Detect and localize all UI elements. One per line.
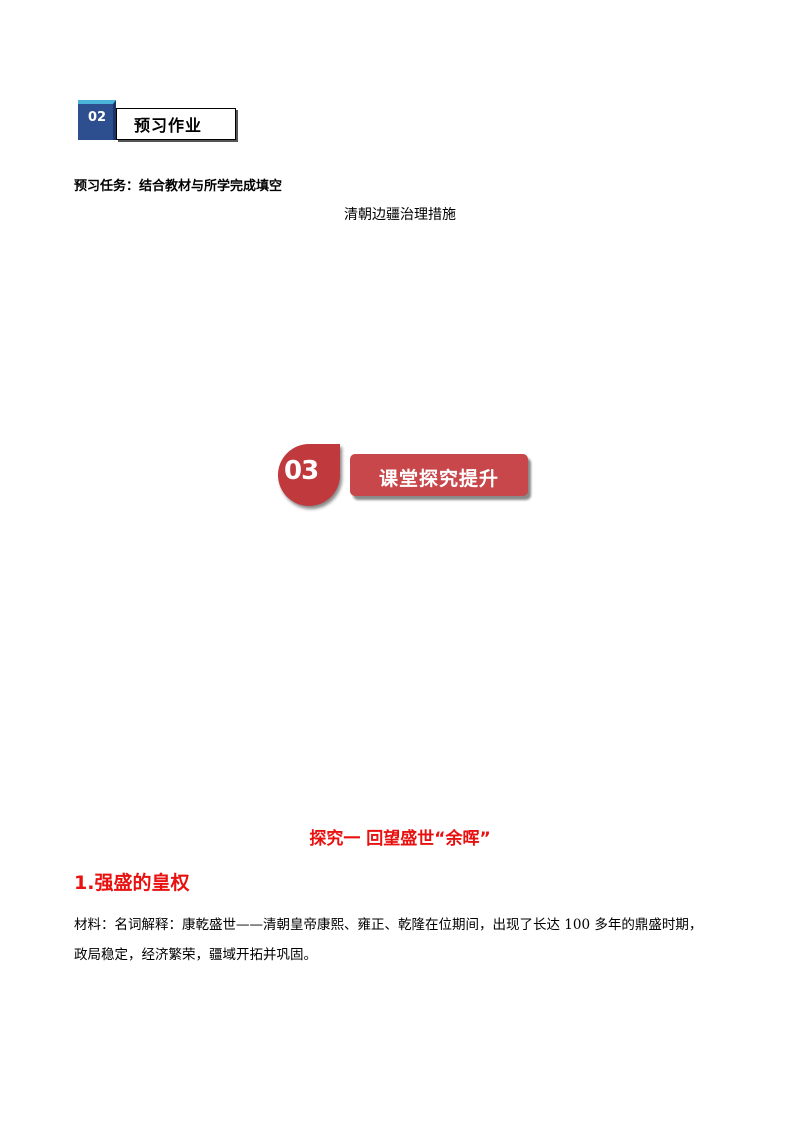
- material-line-2: 政局稳定，经济繁荣，疆域开拓并巩固。: [74, 947, 317, 963]
- preview-subtitle: 清朝边疆治理措施: [344, 207, 456, 223]
- section-03-title: 课堂探究提升: [378, 468, 499, 490]
- heading-strong-imperial-power: 1.强盛的皇权: [74, 872, 190, 894]
- section-03-number: 03: [284, 456, 319, 486]
- preview-task: 预习任务：结合教材与所学完成填空: [74, 179, 283, 194]
- section-number-badge: [78, 100, 116, 140]
- section-03-banner: 03 课堂探究提升: [278, 444, 538, 514]
- section-02-number: 02: [87, 110, 107, 125]
- material-line-1: 材料：名词解释：康乾盛世——清朝皇帝康熙、雍正、乾隆在位期间，出现了长达 100…: [74, 917, 703, 933]
- material-paragraph: 材料：名词解释：康乾盛世——清朝皇帝康熙、雍正、乾隆在位期间，出现了长达 100…: [74, 910, 734, 970]
- section-02-title: 预习作业: [134, 116, 203, 135]
- section-02-header: 预习作业 02: [78, 100, 238, 144]
- section-number-circle: [278, 444, 340, 506]
- section-title-frame: [116, 108, 236, 140]
- inquiry-title: 探究一 回望盛世“余晖”: [309, 829, 491, 849]
- section-title-bar: 课堂探究提升: [350, 454, 528, 496]
